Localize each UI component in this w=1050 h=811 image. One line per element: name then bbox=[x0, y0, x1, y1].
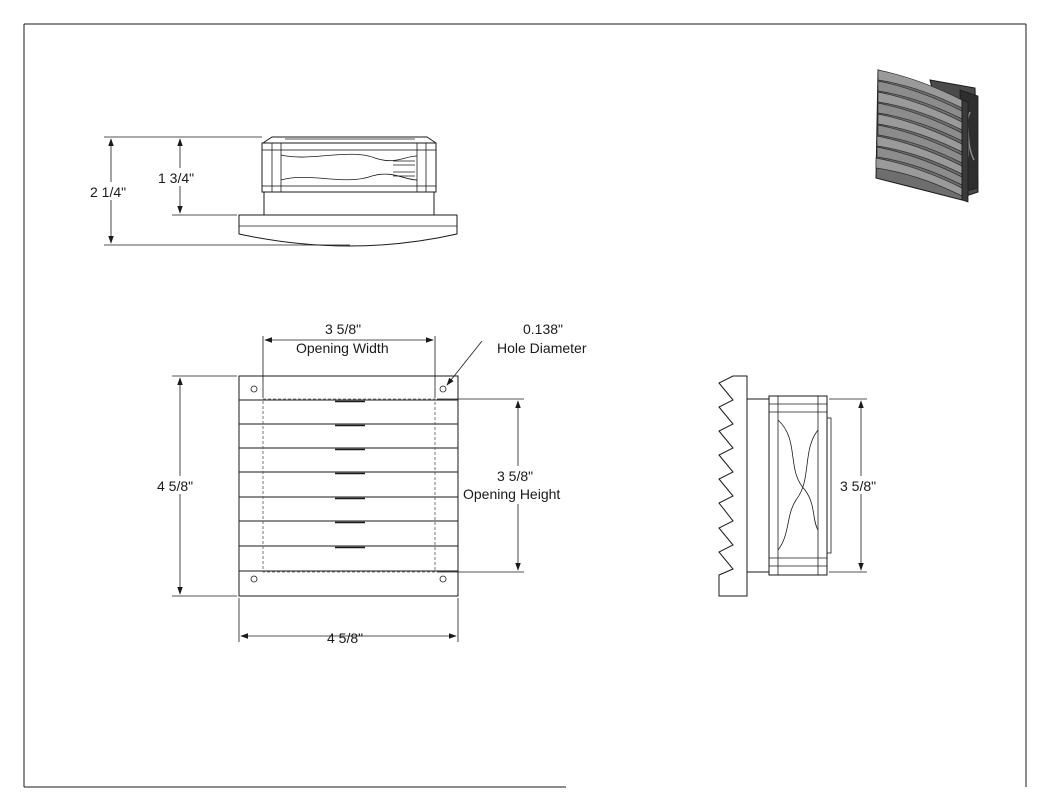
dim-opening-height-value: 3 5/8" bbox=[497, 468, 533, 484]
dim-side-opening: 3 5/8" bbox=[840, 478, 876, 494]
dim-opening-width-label: Opening Width bbox=[296, 340, 389, 356]
front-view bbox=[238, 375, 459, 597]
dim-hole-diameter-label: Hole Diameter bbox=[497, 340, 587, 356]
isometric-view bbox=[875, 69, 979, 203]
right-side-view bbox=[718, 375, 832, 597]
dim-front-height: 4 5/8" bbox=[157, 478, 193, 494]
dim-opening-height-label: Opening Height bbox=[463, 486, 560, 502]
dim-opening-width-value: 3 5/8" bbox=[325, 321, 361, 337]
top-view-dimensions: 2 1/4" 1 3/4" bbox=[88, 136, 350, 246]
front-view-dimensions: 3 5/8" Opening Width 0.138" Hole Diamete… bbox=[155, 321, 587, 646]
dim-body-height: 1 3/4" bbox=[158, 170, 194, 186]
side-view-dimensions: 3 5/8" bbox=[829, 398, 886, 573]
drawing-border bbox=[23, 23, 1027, 788]
dim-hole-diameter-value: 0.138" bbox=[523, 321, 563, 337]
dim-overall-height: 2 1/4" bbox=[90, 184, 126, 200]
dim-front-width: 4 5/8" bbox=[327, 630, 363, 646]
top-side-view bbox=[238, 136, 458, 247]
